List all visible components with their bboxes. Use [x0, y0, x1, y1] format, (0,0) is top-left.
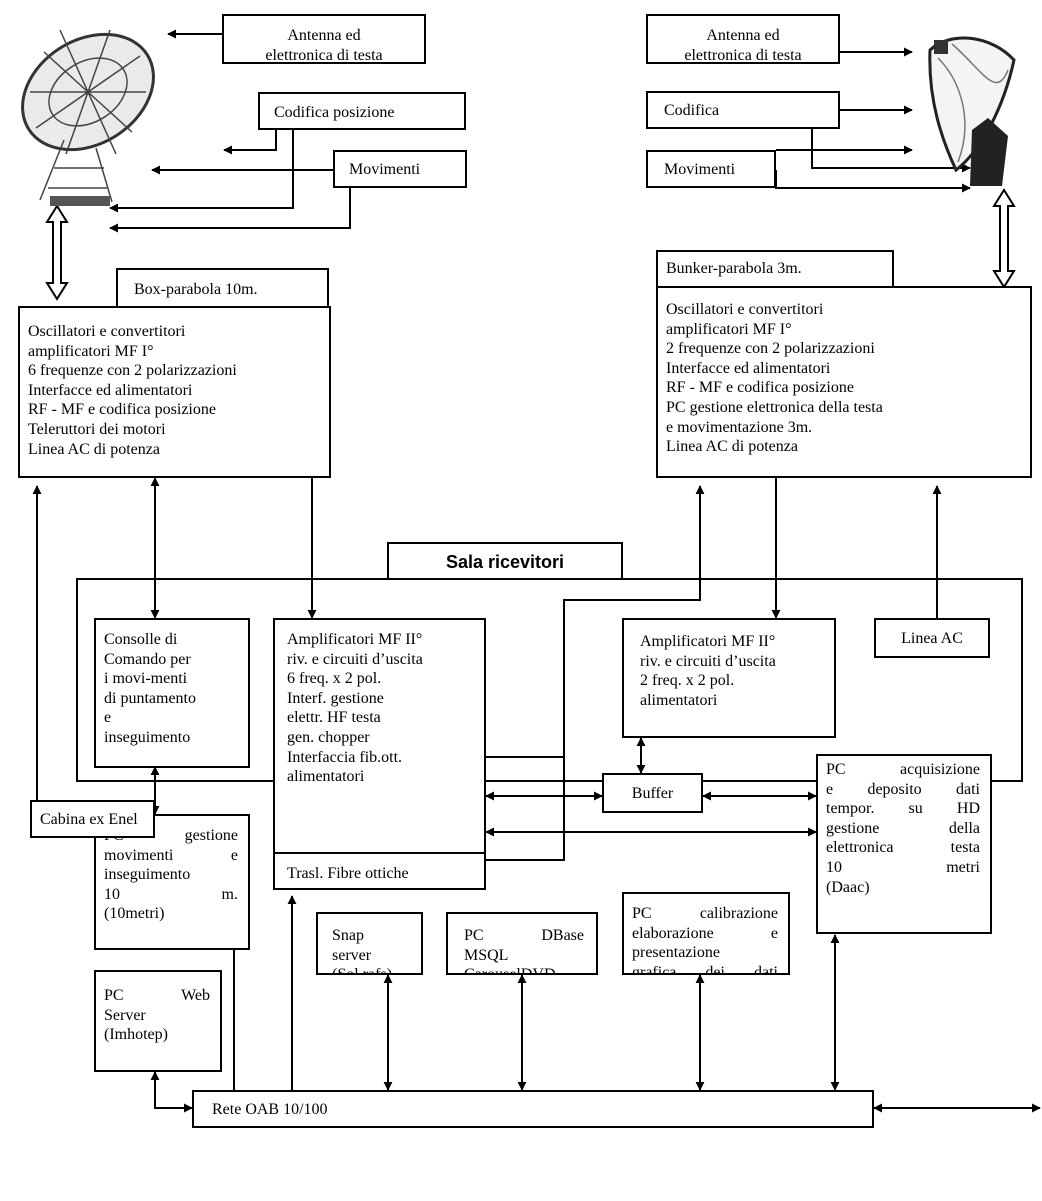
encoding-box-left-label: Codifica posizione: [274, 104, 395, 121]
arrow-movements-right-2: [775, 170, 971, 193]
pc-acq-box: PC acquisizione e deposito dati tempor. …: [816, 754, 992, 934]
dish-3m-icon: [928, 36, 1016, 186]
movements-box-right: Movimenti: [646, 150, 776, 188]
network-box: Rete OAB 10/100: [192, 1090, 874, 1128]
movements-box-left-label: Movimenti: [349, 161, 421, 178]
left-main-box-text: Oscillatori e convertitori amplificatori…: [28, 323, 237, 458]
box-parabola-label: Box-parabola 10m.: [134, 281, 258, 298]
encoding-box-left: Codifica posizione: [258, 92, 466, 130]
left-main-box: Oscillatori e convertitori amplificatori…: [18, 306, 331, 478]
snap-server-text: Snap server (Sol rafs): [332, 927, 392, 975]
pc-web-text: PC Web Server (Imhotep): [104, 987, 210, 1044]
movements-box-left: Movimenti: [333, 150, 467, 188]
receiver-room-title-box: Sala ricevitori: [387, 542, 623, 580]
right-main-box: Oscillatori e convertitori amplificatori…: [656, 286, 1032, 478]
network-text: Rete OAB 10/100: [212, 1101, 328, 1118]
antenna-box-right: Antenna ed elettronica di testa: [646, 14, 840, 64]
fiber-box: Trasl. Fibre ottiche: [273, 852, 486, 890]
fiber-text: Trasl. Fibre ottiche: [287, 865, 409, 882]
antenna-box-left: Antenna ed elettronica di testa: [222, 14, 426, 64]
amp-left-text: Amplificatori MF II° riv. e circuiti d’u…: [287, 631, 423, 786]
amp-left-box: Amplificatori MF II° riv. e circuiti d’u…: [273, 618, 486, 854]
pc-acq-text: PC acquisizione e deposito dati tempor. …: [826, 761, 980, 896]
antenna-box-right-label: Antenna ed elettronica di testa: [684, 27, 802, 64]
buffer-box: Buffer: [602, 773, 703, 813]
arrow-encoding-right-2: [811, 129, 971, 173]
link-dish-leftbox: [45, 204, 69, 301]
bunker-label-box: Bunker-parabola 3m.: [656, 250, 894, 288]
antenna-box-left-label: Antenna ed elettronica di testa: [265, 27, 383, 64]
encoding-box-right: Codifica: [646, 91, 840, 129]
encoding-box-right-label: Codifica: [664, 102, 720, 119]
amp-right-box: Amplificatori MF II° riv. e circuiti d’u…: [622, 618, 836, 738]
pc-dbase-box: PC DBase MSQL CarouselDVD (Ramses): [446, 912, 598, 975]
box-parabola-label-box: Box-parabola 10m.: [116, 268, 329, 308]
pc-calib-box: PC calibrazione elaborazione e presentaz…: [622, 892, 790, 975]
console-box: Consolle di Comando per i movi-menti di …: [94, 618, 250, 768]
amp-right-text: Amplificatori MF II° riv. e circuiti d’u…: [640, 633, 776, 709]
ac-line-text: Linea AC: [901, 630, 963, 647]
pc-calib-text: PC calibrazione elaborazione e presentaz…: [632, 905, 778, 975]
console-text: Consolle di Comando per i movi-menti di …: [104, 631, 196, 746]
snap-server-box: Snap server (Sol rafs): [316, 912, 423, 975]
movements-box-right-label: Movimenti: [664, 161, 736, 178]
link-dish-rightbox: [992, 188, 1016, 289]
link-web-net: [150, 1071, 193, 1113]
substation-box: Cabina ex Enel: [30, 800, 155, 838]
arrow-encoding-left-1: [223, 129, 277, 155]
ac-line-box: Linea AC: [874, 618, 990, 658]
buffer-text: Buffer: [631, 785, 674, 802]
dish-10m-icon: [21, 29, 155, 206]
arrow-encoding-left-2: [109, 129, 294, 213]
pc-motion-text: PC gestione movimenti e inseguimento 10 …: [104, 827, 238, 923]
pc-web-box: PC Web Server (Imhotep): [94, 970, 222, 1072]
arrow-movements-left-2: [109, 187, 351, 233]
substation-text: Cabina ex Enel: [40, 811, 138, 828]
pc-dbase-text: PC DBase MSQL CarouselDVD (Ramses): [464, 927, 584, 975]
right-main-box-text: Oscillatori e convertitori amplificatori…: [666, 301, 883, 456]
receiver-room-title: Sala ricevitori: [445, 552, 565, 572]
link-fiber-rightbox: [486, 485, 705, 861]
bunker-label: Bunker-parabola 3m.: [666, 260, 802, 277]
